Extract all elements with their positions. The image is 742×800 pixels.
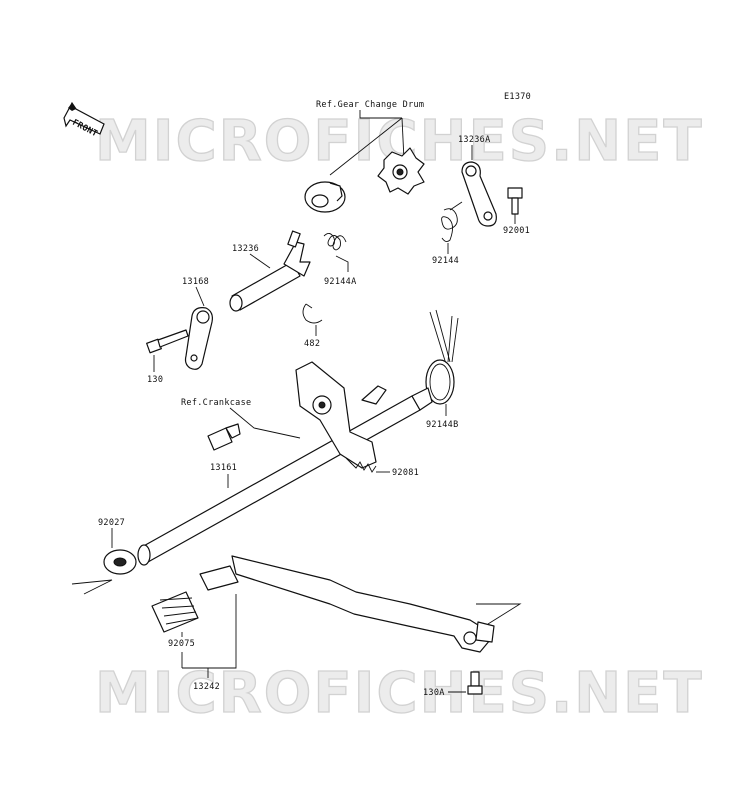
label-130A: 130A [423,688,445,698]
label-ref-crankcase: Ref.Crankcase [181,398,251,408]
bolt-130A [467,671,483,695]
label-13168: 13168 [182,277,209,287]
leader-gear-drum-a [329,117,403,176]
leader-gear-drum [359,110,402,119]
positioning-lever-plate [461,161,497,227]
shift-shaft-13236 [229,230,311,312]
label-ref-gear-change-drum: Ref.Gear Change Drum [316,100,424,110]
gear-drum-cap [304,181,346,213]
spring-92144 [441,201,463,243]
label-92001: 92001 [503,226,530,236]
spring-92144B [425,309,459,405]
washer-92027 [103,549,137,575]
circlip-482 [302,303,323,324]
label-92144A: 92144A [324,277,357,287]
lever-13168 [184,307,213,370]
label-92144: 92144 [432,256,459,266]
diagram-code: E1370 [504,92,531,102]
label-92081: 92081 [392,468,419,478]
watermark-bottom: MICROFICHES.NET [95,661,704,726]
spring-92144A [323,233,347,251]
pin-crankcase [207,423,241,451]
label-13161: 13161 [210,463,237,473]
gear-drum-star [377,147,425,195]
label-482: 482 [304,339,320,349]
shift-shaft-13161 [137,361,433,566]
label-92075: 92075 [168,639,195,649]
watermark-top: MICROFICHES.NET [95,109,704,174]
leader-gear-drum-b [401,117,405,161]
label-130: 130 [147,375,163,385]
shift-pedal-13242 [199,555,495,653]
bolt-92001 [507,187,523,215]
label-92027: 92027 [98,518,125,528]
label-13236: 13236 [232,244,259,254]
label-92144B: 92144B [426,420,459,430]
bolt-130 [146,329,189,354]
spring-92081 [345,457,377,473]
pedal-rubber-92075 [151,591,199,633]
label-13242: 13242 [193,682,220,692]
label-13236A: 13236A [458,135,491,145]
